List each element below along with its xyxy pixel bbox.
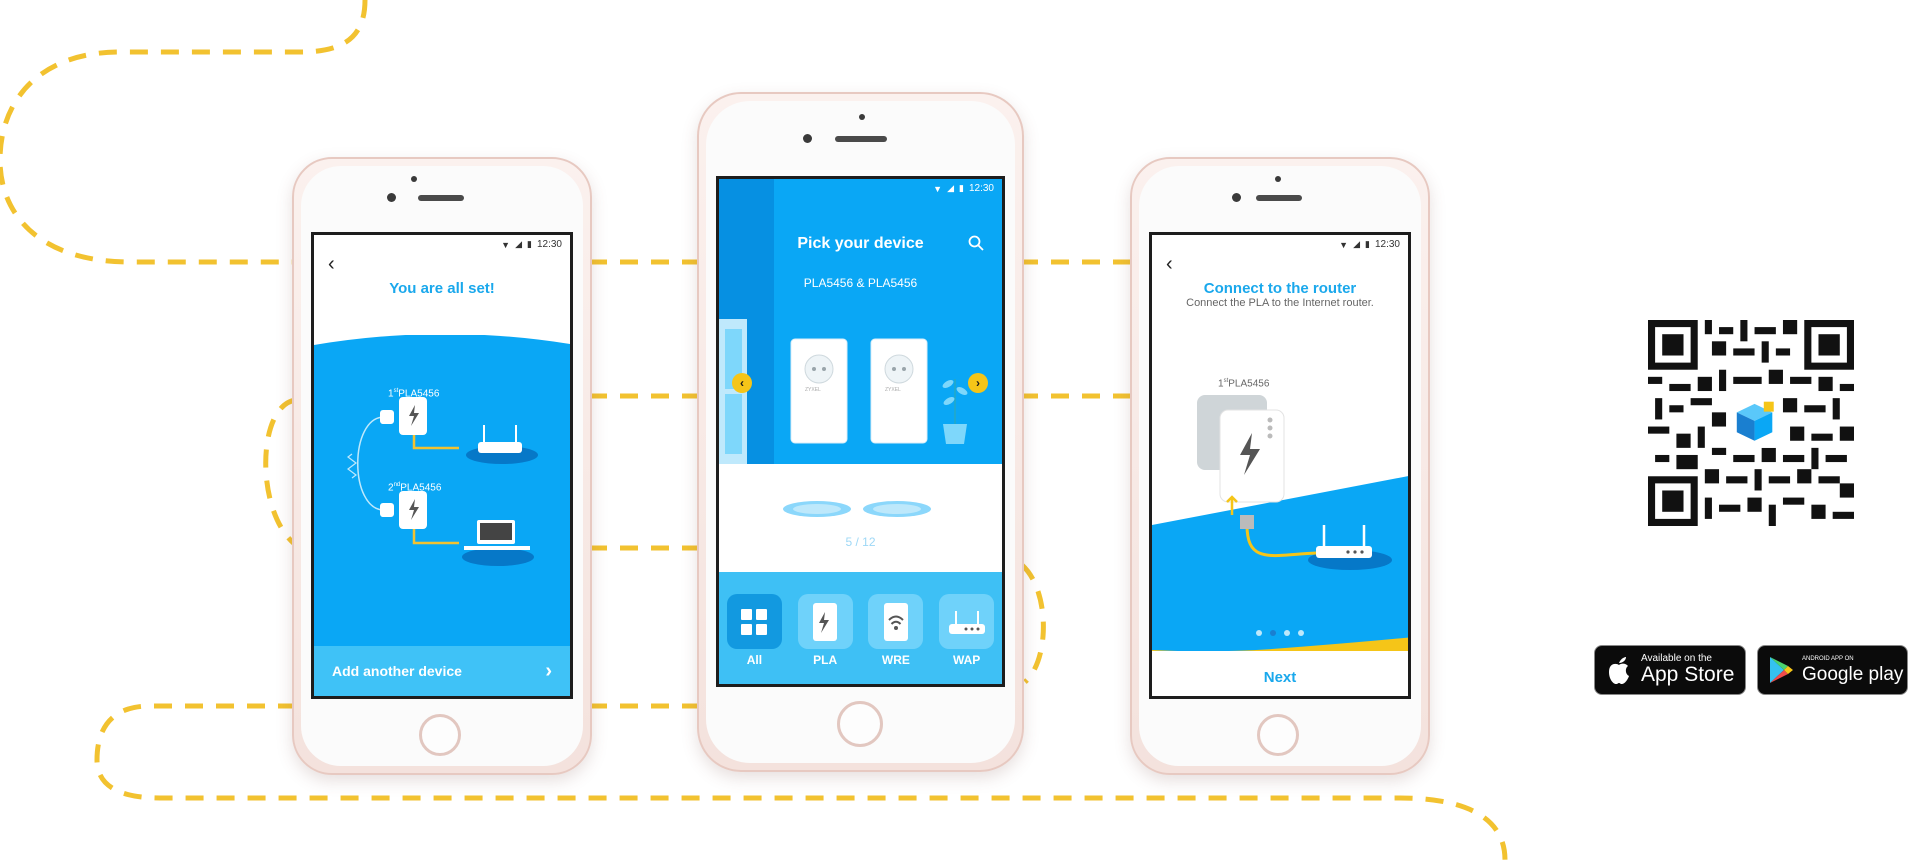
selected-devices-subtitle: PLA5456 & PLA5456: [803, 276, 918, 290]
front-camera-icon: [387, 193, 396, 202]
zyxel-cube-logo: [1726, 398, 1776, 448]
signal-icon: ◢: [1353, 239, 1361, 249]
app-store-badge[interactable]: Available on the App Store: [1594, 645, 1746, 695]
tab-label: WRE: [881, 653, 910, 667]
tab-pla[interactable]: PLA: [797, 594, 853, 667]
back-chevron-icon[interactable]: ‹: [328, 253, 335, 275]
device-category-tabs: All PLA WRE WAP: [719, 572, 1002, 684]
qr-code: [1648, 320, 1854, 526]
signal-icon: ◢: [515, 239, 523, 249]
wifi-icon: ▼: [933, 183, 943, 194]
earpiece-speaker: [1256, 195, 1302, 201]
google-play-big-text: Google play: [1802, 664, 1904, 685]
status-time: 12:30: [1374, 239, 1400, 250]
screen-pick-device: ZYXEL ZYXEL ▼ ◢ ▮ 12:30 Pick your device…: [716, 176, 1005, 687]
google-play-icon: [1770, 657, 1793, 683]
screen-instruction: Connect the PLA to the Internet router.: [1186, 297, 1374, 309]
google-play-badge[interactable]: ANDROID APP ON Google play: [1757, 645, 1908, 695]
device-label: 1stPLA5456: [1218, 378, 1270, 390]
apple-logo-icon: [1609, 657, 1629, 684]
carousel-counter: 5 / 12: [845, 535, 876, 549]
tab-label: All: [746, 653, 763, 667]
grid-icon: [726, 594, 782, 649]
wifi-extender-icon: [868, 594, 924, 649]
blue-illustration-area: [314, 335, 570, 655]
app-store-small-text: Available on the: [1641, 653, 1712, 664]
front-sensor: [411, 176, 417, 182]
page-indicator: [1152, 630, 1408, 636]
battery-icon: ▮: [1365, 239, 1370, 249]
signal-icon: ◢: [947, 183, 955, 193]
screen-title: Pick your device: [797, 235, 924, 252]
status-time: 12:30: [968, 183, 994, 194]
front-sensor: [859, 114, 865, 120]
screen-connect-router: ▼ ◢ ▮ 12:30 ‹ Connect to the router Conn…: [1149, 232, 1411, 699]
router-illustration: [1152, 395, 1408, 696]
front-camera-icon: [803, 134, 812, 143]
phone-left: ▼ ◢ ▮ 12:30 ‹ You are all set!: [292, 157, 592, 775]
home-button[interactable]: [1257, 714, 1299, 756]
search-icon[interactable]: [968, 235, 984, 256]
screen-all-set: ▼ ◢ ▮ 12:30 ‹ You are all set!: [311, 232, 573, 699]
battery-icon: ▮: [959, 183, 964, 193]
device-brand-1: ZYXEL: [805, 387, 821, 393]
home-button[interactable]: [419, 714, 461, 756]
earpiece-speaker: [418, 195, 464, 201]
google-play-small-text: ANDROID APP ON: [1802, 656, 1854, 662]
tab-all[interactable]: All: [726, 594, 782, 667]
battery-icon: ▮: [527, 239, 532, 249]
access-point-icon: [939, 594, 995, 649]
tab-label: PLA: [813, 653, 838, 667]
tab-wre[interactable]: WRE: [868, 594, 924, 667]
next-button[interactable]: Next: [1263, 669, 1297, 686]
app-store-big-text: App Store: [1641, 663, 1735, 686]
device-brand-2: ZYXEL: [885, 387, 901, 393]
powerline-icon: [797, 594, 853, 649]
page-dot: [1284, 630, 1290, 636]
status-time: 12:30: [536, 239, 562, 250]
wiring-diagram: [347, 397, 538, 566]
status-bar: ▼ ◢ ▮ 12:30: [933, 183, 994, 194]
front-sensor: [1275, 176, 1281, 182]
back-chevron-icon[interactable]: ‹: [1166, 253, 1173, 275]
room-illustration: [719, 179, 1002, 578]
status-bar: ▼ ◢ ▮ 12:30: [501, 239, 562, 250]
status-bar: ▼ ◢ ▮ 12:30: [1339, 239, 1400, 250]
page-dot: [1256, 630, 1262, 636]
home-button[interactable]: [837, 701, 883, 747]
screen-title: You are all set!: [389, 280, 495, 297]
previous-arrow-icon[interactable]: ‹: [732, 373, 752, 393]
tab-label: WAP: [952, 653, 981, 667]
first-device-label: 1stPLA5456: [388, 388, 440, 400]
phone-right: ▼ ◢ ▮ 12:30 ‹ Connect to the router Conn…: [1130, 157, 1430, 775]
phone-center: ZYXEL ZYXEL ▼ ◢ ▮ 12:30 Pick your device…: [697, 92, 1024, 772]
tab-wap[interactable]: WAP: [939, 594, 995, 667]
second-device-label: 2ndPLA5456: [388, 482, 442, 494]
add-another-device-label: Add another device: [332, 663, 462, 679]
wifi-icon: ▼: [1339, 239, 1349, 250]
screen-title: Connect to the router: [1203, 280, 1357, 297]
front-camera-icon: [1232, 193, 1241, 202]
next-arrow-icon[interactable]: ›: [968, 373, 988, 393]
page-dot-active: [1270, 630, 1276, 636]
wifi-icon: ▼: [501, 239, 511, 250]
add-another-device-button[interactable]: Add another device ›: [314, 646, 570, 696]
chevron-right-icon: ›: [545, 659, 552, 682]
earpiece-speaker: [835, 136, 887, 142]
page-dot: [1298, 630, 1304, 636]
